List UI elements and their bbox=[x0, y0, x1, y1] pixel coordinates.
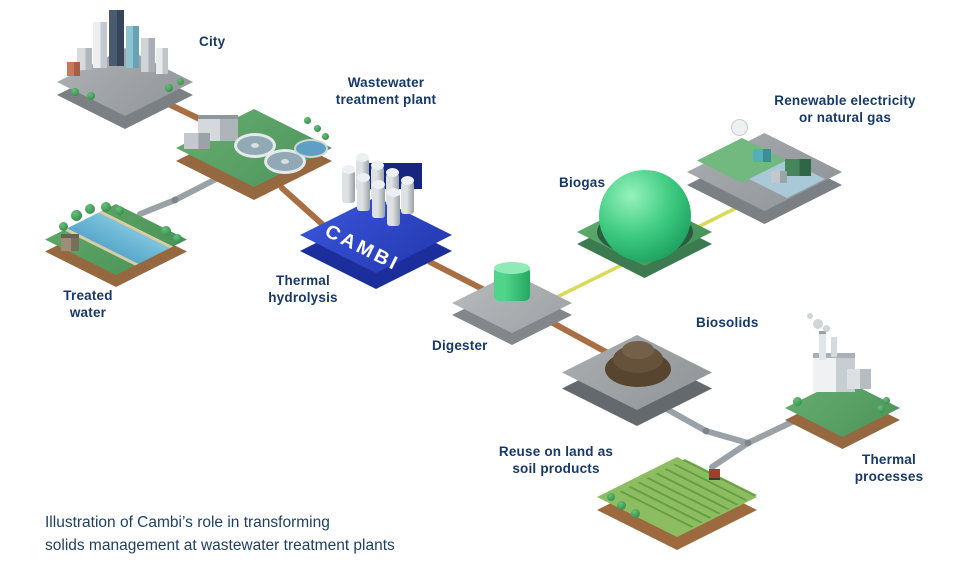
city-building bbox=[156, 48, 168, 74]
tree-icon bbox=[85, 204, 95, 214]
city-building bbox=[126, 26, 139, 68]
tile-reuse-field bbox=[597, 457, 757, 550]
biosolids-pile-icon bbox=[622, 341, 654, 359]
chimney-icon bbox=[831, 337, 837, 357]
label-reuse: Reuse on land as soil products bbox=[498, 444, 614, 476]
tile-digester bbox=[452, 262, 572, 345]
label-biogas: Biogas bbox=[559, 175, 606, 190]
label-renewable: Renewable electricity or natural gas bbox=[774, 93, 916, 125]
tree-icon bbox=[304, 117, 311, 124]
tile-wwtp bbox=[176, 109, 332, 200]
label-city: City bbox=[199, 34, 226, 49]
tile-biosolids bbox=[562, 335, 712, 426]
tree-icon bbox=[877, 405, 885, 413]
tree-icon bbox=[322, 133, 329, 140]
pipe-joint bbox=[171, 196, 179, 204]
biogas-dome-icon bbox=[599, 170, 691, 262]
pond-icon bbox=[294, 139, 328, 158]
equipment-box bbox=[771, 171, 787, 183]
hydrolysis-tank-icon bbox=[387, 188, 400, 226]
tree-icon bbox=[59, 222, 68, 231]
tile-thermal-processes bbox=[785, 313, 900, 449]
label-thermal-hydrolysis: Thermal hydrolysis bbox=[268, 273, 338, 305]
tree-icon bbox=[177, 78, 184, 85]
tile-renewable-electricity bbox=[687, 119, 842, 224]
tile-treated-water bbox=[45, 202, 187, 287]
label-digester: Digester bbox=[432, 338, 488, 353]
hydrolysis-tank-icon bbox=[342, 165, 355, 203]
tractor-icon bbox=[709, 469, 720, 480]
city-building bbox=[109, 10, 124, 66]
cabin-icon bbox=[61, 234, 79, 251]
tile-biogas bbox=[577, 170, 712, 278]
label-thermal-processes: Thermal processes bbox=[854, 452, 924, 484]
tree-icon bbox=[165, 84, 173, 92]
tree-icon bbox=[314, 125, 321, 132]
tree-icon bbox=[793, 397, 802, 406]
generator-icon bbox=[785, 159, 811, 176]
tree-icon bbox=[71, 210, 82, 221]
pipe-biosolids-to-thermal bbox=[660, 404, 797, 447]
bush-icon bbox=[607, 493, 615, 501]
factory-annex bbox=[847, 369, 871, 389]
figure-caption: Illustration of Cambi’s role in transfor… bbox=[45, 514, 395, 554]
tree-icon bbox=[883, 397, 890, 404]
smoke-icon bbox=[813, 319, 823, 329]
tile-city bbox=[57, 10, 193, 129]
tile-thermal-hydrolysis: CAMBI bbox=[300, 153, 452, 289]
tree-icon bbox=[101, 202, 111, 212]
city-building bbox=[141, 38, 155, 72]
turbine-icon bbox=[753, 149, 771, 162]
tree-icon bbox=[115, 206, 124, 215]
city-building bbox=[77, 48, 92, 70]
city-building bbox=[93, 22, 107, 68]
label-treated-water: Treated water bbox=[63, 288, 113, 320]
pipe-joint bbox=[744, 439, 752, 447]
tree-icon bbox=[161, 226, 171, 236]
tree-icon bbox=[71, 88, 79, 96]
pipe-joint bbox=[702, 427, 710, 435]
hydrolysis-tank-icon bbox=[372, 180, 385, 218]
bush-icon bbox=[631, 509, 640, 518]
label-biosolids: Biosolids bbox=[696, 315, 759, 330]
digester-tank-icon bbox=[494, 262, 530, 301]
smoke-icon bbox=[807, 313, 813, 319]
chimney-icon bbox=[819, 331, 826, 360]
label-wwtp: Wastewater treatment plant bbox=[335, 75, 437, 107]
wwtp-building bbox=[184, 133, 210, 149]
hydrolysis-tank-icon bbox=[401, 176, 414, 214]
city-building bbox=[67, 62, 80, 76]
lamp-icon bbox=[731, 119, 748, 136]
tree-icon bbox=[173, 234, 182, 243]
tree-icon bbox=[87, 92, 95, 100]
bush-icon bbox=[617, 501, 626, 510]
hydrolysis-tank-icon bbox=[357, 173, 370, 211]
smoke-icon bbox=[823, 325, 830, 332]
